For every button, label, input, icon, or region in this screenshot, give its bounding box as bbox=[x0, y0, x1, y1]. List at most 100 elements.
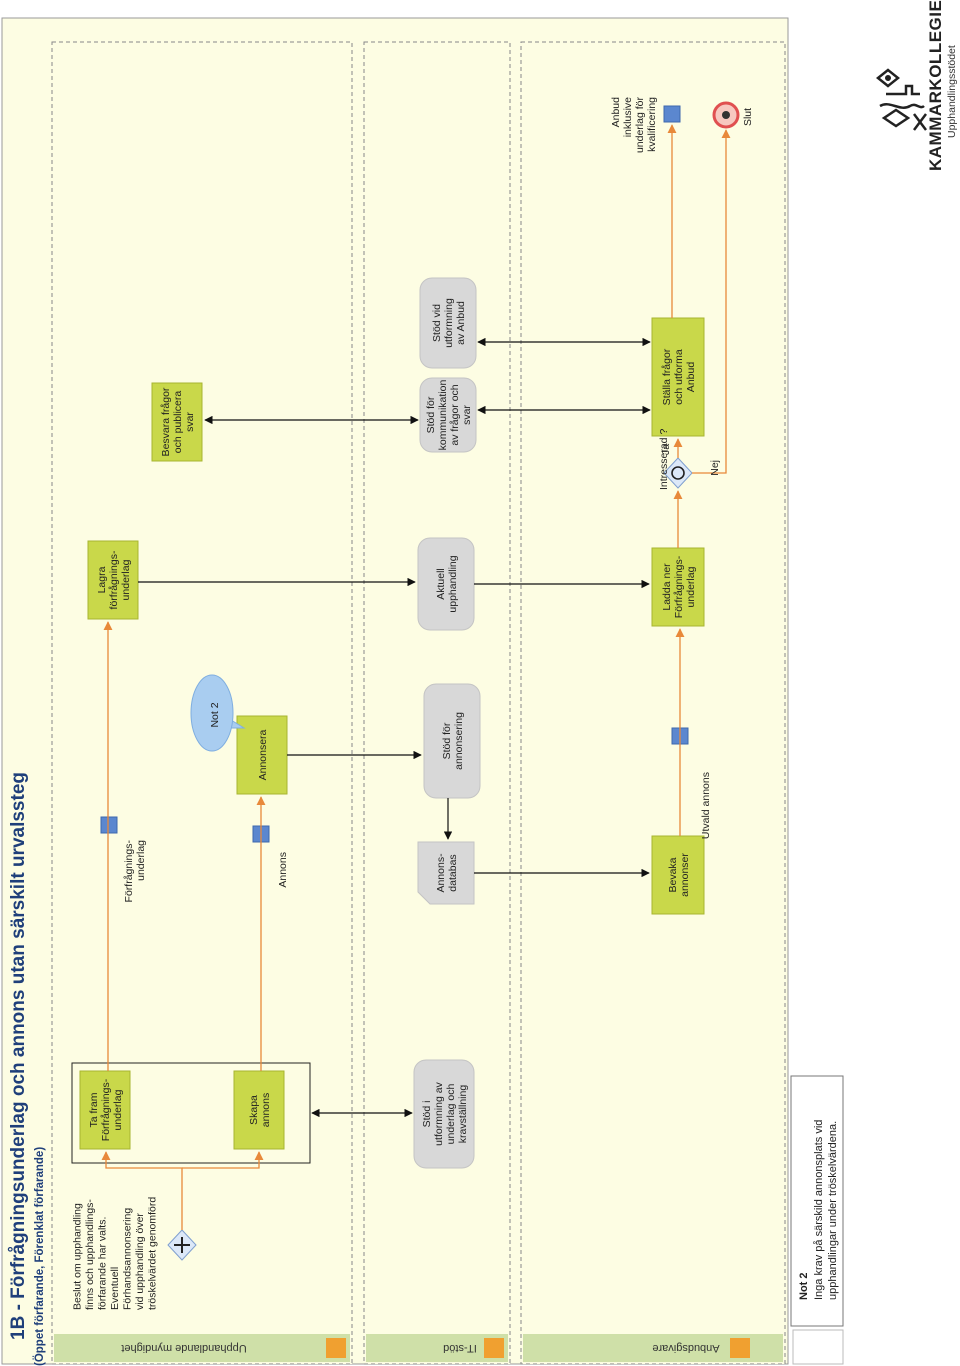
task-skapa-annons bbox=[233, 1070, 285, 1150]
task-annonsera bbox=[236, 715, 288, 795]
start-description-label-7: tröskelvärdet genomförd bbox=[147, 1197, 159, 1310]
artifact-ff-underlag-label-1: Förfrågnings- bbox=[123, 840, 135, 903]
note-line-1: Inga krav på särskild annonsplats vid bbox=[813, 1120, 825, 1300]
lane-label-it: IT-stöd bbox=[443, 1342, 477, 1354]
task-ta-fram-label-2: Förfrågnings- bbox=[100, 1078, 112, 1141]
it-stod-annonsering-label-1: Stöd för bbox=[441, 722, 453, 759]
artifact-anbud-label-2: inklusive bbox=[622, 97, 634, 137]
gateway-yes: Ja bbox=[660, 444, 672, 455]
task-stalla-label-2: och utforma bbox=[673, 349, 685, 405]
start-description-label-5: Förhandsannonsering bbox=[122, 1208, 134, 1310]
callout-label: Not 2 bbox=[209, 702, 221, 727]
logo-main: KAMMARKOLLEGIET bbox=[926, 0, 945, 171]
lane-label-supplier: Anbudsgivare bbox=[652, 1342, 719, 1354]
it-aktuell-label-2: upphandling bbox=[447, 555, 459, 612]
task-lagra-label-2: förfrågnings- bbox=[108, 550, 120, 609]
note-title: Not 2 bbox=[798, 1273, 810, 1301]
task-bevaka bbox=[651, 835, 705, 915]
it-stod-kommunikation-label-1: Stöd för bbox=[425, 396, 437, 433]
it-stod-utformning-label-3: underlag och bbox=[445, 1083, 457, 1144]
task-lagra-label-1: Lagra bbox=[96, 566, 108, 593]
it-stod-utformning-label-1: Stöd i bbox=[421, 1101, 433, 1128]
artifact-anbud-label-4: kvalificering bbox=[646, 97, 658, 152]
flow-gateway-nej bbox=[692, 129, 731, 474]
it-stod-utformning-label-4: kravställning bbox=[457, 1085, 469, 1144]
lane-icon-authority bbox=[326, 1338, 346, 1358]
start-description-label-2: finns och upphandlings- bbox=[84, 1199, 96, 1310]
page-subtitle: (Öppet förfarande, Förenklat förfarande) bbox=[33, 1147, 46, 1366]
lane-header-authority bbox=[54, 1334, 350, 1362]
task-ta-fram bbox=[79, 1070, 131, 1150]
gateway-question: Intresserad ? bbox=[658, 429, 670, 490]
task-besvara-label-2: och publicera bbox=[172, 391, 184, 454]
lane-label-authority: Upphandlande myndighet bbox=[121, 1342, 246, 1354]
end-label: Slut bbox=[742, 108, 754, 126]
task-lagra bbox=[87, 540, 139, 620]
flow-start-tafram bbox=[101, 1151, 183, 1230]
task-ladda-ner bbox=[651, 547, 705, 627]
callout-not2 bbox=[190, 674, 246, 752]
it-stod-kommunikation-label-2: kommunikation bbox=[437, 380, 449, 451]
it-stod-utformning bbox=[413, 1059, 475, 1169]
it-stod-annonsering bbox=[423, 683, 481, 799]
start-description-label-4: Eventuell bbox=[109, 1267, 121, 1310]
task-lagra-label-3: underlag bbox=[120, 559, 132, 600]
it-stod-kommunikation bbox=[419, 377, 477, 453]
task-bevaka-label-2: annonser bbox=[679, 853, 691, 897]
task-stalla bbox=[651, 317, 705, 437]
start-description-label-6: vid upphandling över bbox=[134, 1213, 146, 1310]
artifact-anbud-label-3: underlag för bbox=[634, 97, 646, 154]
lane-icon-it bbox=[484, 1338, 504, 1358]
subprocess-frame bbox=[71, 1062, 311, 1164]
artifact-ff-underlag-label-2: underlag bbox=[135, 840, 147, 881]
lane-supplier bbox=[520, 41, 786, 1365]
it-stod-anbud-label-3: av Anbud bbox=[455, 301, 467, 345]
note-box bbox=[790, 1075, 844, 1327]
task-ladda-ner-label-2: Förfrågnings- bbox=[673, 555, 685, 618]
logo-sub: Upphandlingsstödet bbox=[946, 45, 958, 138]
task-annonsera-label-1: Annonsera bbox=[257, 729, 269, 780]
it-stod-utformning-label-2: utformning av bbox=[433, 1081, 445, 1145]
start-description-label-1: Beslut om upphandling bbox=[72, 1203, 84, 1310]
artifact-anbud bbox=[663, 105, 681, 123]
exclusive-gateway bbox=[663, 457, 693, 489]
task-ta-fram-label-1: Ta fram bbox=[88, 1092, 100, 1127]
task-skapa-annons-label-1: Skapa bbox=[248, 1095, 260, 1125]
page-title: 1B - Förfrågningsunderlag och annons uta… bbox=[8, 772, 29, 1340]
it-annonsdatabas-label-1: Annons- bbox=[435, 853, 447, 893]
task-ta-fram-label-3: underlag bbox=[112, 1089, 124, 1130]
it-annonsdatabas bbox=[417, 841, 475, 905]
artifact-ff-underlag bbox=[100, 816, 118, 834]
task-ladda-ner-label-1: Ladda ner bbox=[661, 563, 673, 611]
it-stod-anbud-label-2: utformning bbox=[443, 298, 455, 348]
it-stod-anbud bbox=[419, 277, 477, 369]
artifact-annons-label-1: Annons bbox=[277, 852, 289, 888]
it-stod-kommunikation-label-4: svar bbox=[461, 405, 473, 425]
note-line-2: upphandlingar under tröskelvärdena. bbox=[827, 1121, 839, 1300]
task-skapa-annons-label-2: annons bbox=[260, 1093, 272, 1127]
note-empty-cell bbox=[792, 1329, 844, 1365]
it-stod-annonsering-label-2: annonsering bbox=[453, 712, 465, 770]
task-stalla-label-1: Ställa frågor bbox=[661, 348, 673, 405]
gateway-no: Nej bbox=[709, 460, 721, 476]
start-description-label-3: förfarande har valts. bbox=[97, 1217, 109, 1310]
kammarkollegiet-logo bbox=[875, 68, 927, 131]
it-stod-kommunikation-label-3: av frågor och bbox=[449, 384, 461, 445]
it-stod-anbud-label-1: Stöd vid bbox=[431, 304, 443, 342]
task-besvara-label-1: Besvara frågor bbox=[160, 387, 172, 456]
parallel-gateway bbox=[167, 1229, 197, 1261]
task-besvara-label-3: svar bbox=[184, 412, 196, 432]
it-aktuell-label-1: Aktuell bbox=[435, 568, 447, 600]
task-stalla-label-3: Anbud bbox=[685, 362, 697, 393]
lane-icon-supplier bbox=[730, 1338, 750, 1358]
it-annonsdatabas-label-2: databas bbox=[447, 854, 459, 891]
task-ladda-ner-label-3: underlag bbox=[685, 566, 697, 607]
task-besvara bbox=[151, 382, 203, 462]
artifact-anbud-label-1: Anbud bbox=[610, 97, 622, 128]
task-bevaka-label-1: Bevaka bbox=[667, 857, 679, 892]
flow-start-skapa bbox=[182, 1151, 264, 1169]
artifact-utvald-annons-label-1: Utvald annons bbox=[700, 772, 712, 839]
end-event bbox=[712, 101, 740, 129]
